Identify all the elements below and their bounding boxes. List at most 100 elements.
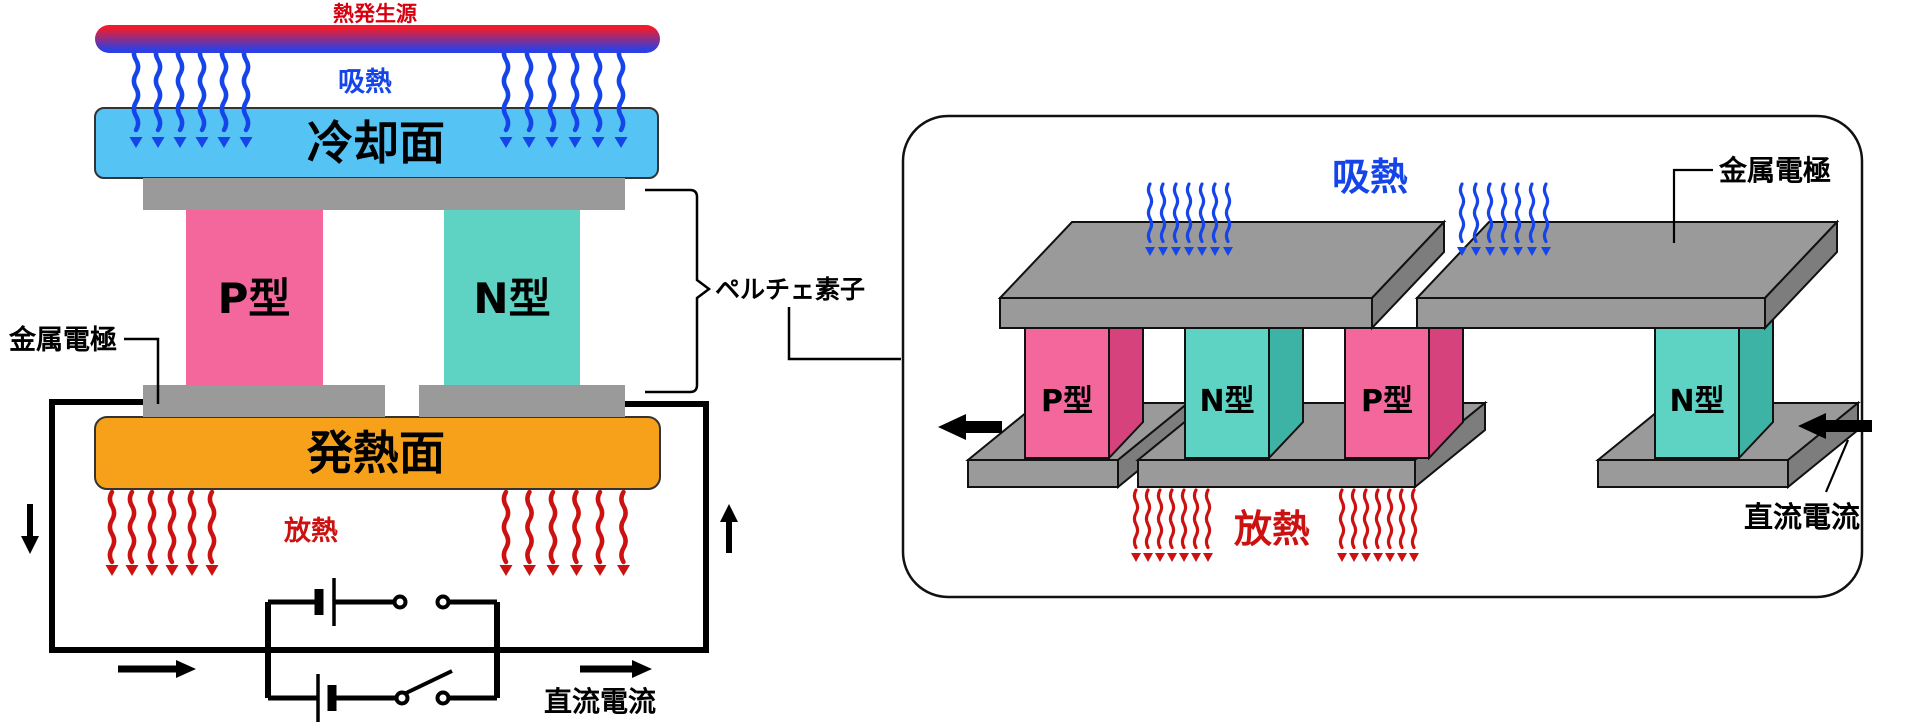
heat-absorb-arrows [1457, 182, 1551, 256]
arrowhead-icon [1385, 553, 1395, 562]
panel-connector-line [787, 307, 901, 361]
arrowhead-icon [1373, 553, 1383, 562]
p-type-column [186, 210, 323, 385]
arrowhead-icon [1131, 553, 1141, 562]
top-electrode [143, 178, 625, 210]
right-3d-panel: P型 N型 P型 N型 吸熱 金属電極 放熱 直流電流 [901, 114, 1872, 599]
wavy-heat-arrow-icon [219, 43, 229, 133]
bottom-electrode-left [143, 385, 385, 417]
n-type-label: N型 [473, 274, 550, 323]
arrowhead-icon [1210, 247, 1220, 256]
arrowhead-icon [1457, 247, 1467, 256]
wavy-heat-arrow-icon [1180, 488, 1188, 550]
switch-blade-icon [403, 669, 453, 696]
release-label: 放熱 [283, 515, 338, 547]
arrowhead-icon [632, 660, 652, 678]
switch-contact-icon [435, 690, 451, 706]
arrowhead-icon [570, 565, 583, 576]
wavy-heat-arrow-icon [187, 489, 197, 565]
peltier-element-label: ペルチェ素子 [715, 275, 865, 304]
arrowhead-icon [720, 504, 738, 522]
cold-plate-label: 冷却面 [307, 116, 445, 170]
arrowhead-icon [1155, 553, 1165, 562]
wavy-heat-arrow-icon [207, 489, 217, 565]
wavy-heat-arrow-icon [570, 43, 580, 133]
wavy-heat-arrow-icon [1458, 182, 1466, 244]
dc-current-label: 直流電流 [1744, 500, 1860, 534]
wavy-heat-arrow-icon [501, 43, 511, 133]
circuit-wiring [49, 399, 709, 722]
wavy-heat-arrow-icon [1528, 182, 1536, 244]
wavy-heat-arrow-icon [593, 43, 603, 133]
arrowhead-icon [1361, 553, 1371, 562]
arrowhead-icon [1143, 553, 1153, 562]
curly-bracket-icon [645, 188, 712, 394]
arrowhead-icon [173, 137, 187, 148]
wavy-heat-arrow-icon [1514, 182, 1522, 244]
wavy-heat-arrow-icon [1144, 488, 1152, 550]
arrowhead-icon [205, 565, 219, 576]
arrowhead-icon [617, 565, 630, 576]
heat-release-arrows [499, 489, 630, 576]
arrowhead-icon [21, 536, 39, 554]
wavy-heat-arrow-icon [1362, 488, 1370, 550]
switch-contact-icon [435, 594, 451, 610]
n-type-label: N型 [1669, 384, 1724, 419]
arrowhead-icon [1499, 247, 1509, 256]
p-block-front [1024, 327, 1110, 459]
switch-contact-icon [392, 594, 408, 610]
wavy-heat-arrow-icon [241, 43, 251, 133]
dc-leader-line [1824, 439, 1850, 493]
wavy-heat-arrow-icon [595, 489, 605, 565]
wavy-heat-arrow-icon [1350, 488, 1358, 550]
arrowhead-icon [185, 565, 199, 576]
arrowhead-icon [1798, 413, 1826, 439]
wavy-heat-arrow-icon [1192, 488, 1200, 550]
arrowhead-icon [176, 660, 196, 678]
absorb-label: 吸熱 [1332, 155, 1408, 199]
arrowhead-icon [545, 137, 559, 148]
left-schematic: 熱発生源 吸熱 冷却面 P型 N型 金属電極 発熱面 放熱 直流電流 [8, 2, 738, 722]
wavy-heat-arrow-icon [175, 43, 185, 133]
wavy-heat-arrow-icon [525, 489, 534, 565]
absorb-label: 吸熱 [338, 67, 392, 98]
circuit-loop-wire [49, 399, 709, 653]
wavy-heat-arrow-icon [1410, 488, 1418, 550]
arrowhead-icon [1179, 553, 1189, 562]
wavy-heat-arrow-icon [153, 43, 163, 133]
wavy-heat-arrow-icon [1159, 182, 1167, 244]
arrowhead-icon [522, 137, 536, 148]
metal-electrode-label: 金属電極 [8, 324, 117, 356]
p-type-label: P型 [1361, 384, 1413, 419]
wavy-heat-arrow-icon [1156, 488, 1164, 550]
arrowhead-icon [1203, 553, 1213, 562]
bottom-electrode-right [419, 385, 625, 417]
arrowhead-icon [217, 137, 231, 148]
wavy-heat-arrow-icon [1211, 182, 1219, 244]
branch-vertical-wires [265, 602, 500, 698]
p-type-label: P型 [1041, 384, 1093, 419]
wavy-heat-arrow-icon [1172, 182, 1180, 244]
hot-plate-label: 発熱面 [307, 426, 445, 480]
current-direction-arrows [21, 504, 738, 678]
arrowhead-icon [129, 137, 143, 148]
wavy-heat-arrow-icon [1198, 182, 1206, 244]
dc-current-label: 直流電流 [544, 685, 656, 718]
wavy-heat-arrow-icon [619, 489, 628, 565]
arrowhead-icon [1397, 553, 1407, 562]
top-plate-front [999, 297, 1373, 329]
arrowhead-icon [1541, 247, 1551, 256]
wavy-heat-arrow-icon [1398, 488, 1406, 550]
bottom-plate-front [1597, 459, 1789, 488]
arrowhead-icon [1527, 247, 1537, 256]
heat-absorb-arrows [1145, 182, 1233, 256]
arrowhead-icon [1409, 553, 1419, 562]
arrowhead-icon [105, 565, 119, 576]
wavy-heat-arrow-icon [1224, 182, 1232, 244]
wavy-heat-arrow-icon [1374, 488, 1382, 550]
bottom-plate-front [967, 459, 1119, 488]
heat-source-label: 熱発生源 [333, 2, 417, 26]
wavy-heat-arrow-icon [572, 489, 581, 565]
